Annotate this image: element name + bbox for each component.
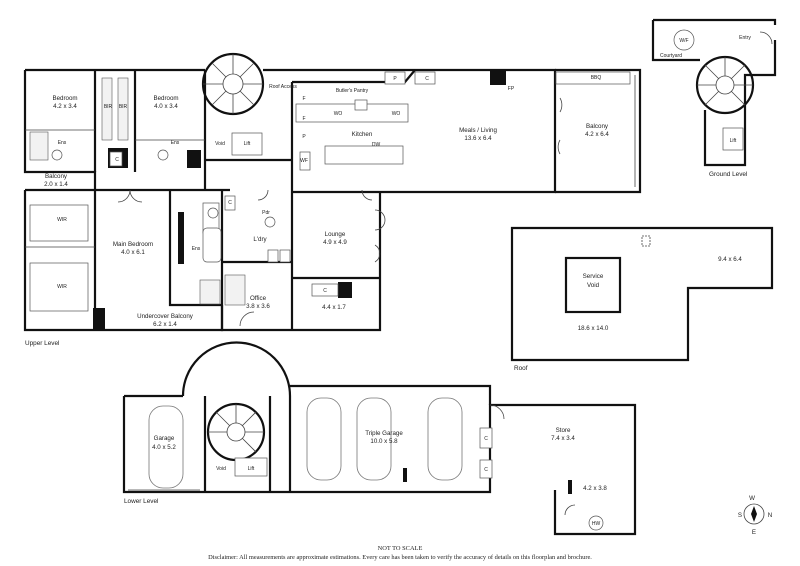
ground-level-label: Ground Level [709,171,747,178]
roof-main-dims: 18.6 x 14.0 [578,325,609,332]
meals-living-label: Meals / Living [459,127,497,134]
lounge-label: Lounge [325,231,346,238]
ens-3-label: Ens [192,246,201,252]
lounge-small-dims: 4.4 x 1.7 [322,304,346,311]
triple-garage-label: Triple Garage [365,430,403,437]
ens-2-label: Ens [171,140,180,146]
labels: Bedroom 4.2 x 3.4 Bedroom 4.0 x 3.4 BIR … [25,35,751,561]
store-label: Store [556,427,571,434]
kitchen-island [324,145,404,165]
car-2 [306,397,342,481]
wf-label: WF [300,158,308,164]
wir-box-1 [29,204,89,242]
compass: W S N E [738,495,772,536]
lift-lower-label: Lift [248,466,255,472]
wir-1-label: WIR [57,217,67,223]
car-4 [427,397,463,481]
compass-n: N [768,512,772,519]
store-dims: 7.4 x 3.4 [551,435,575,442]
roof-label: Roof [514,365,528,372]
service-label: Service [583,273,604,280]
office-dims: 3.8 x 3.6 [246,303,270,310]
store-small-dims: 4.2 x 3.8 [583,485,607,492]
roof-side-dims: 9.4 x 6.4 [718,256,742,263]
c-label-5: C [484,436,488,442]
bedroom-1-label: Bedroom [52,95,77,102]
balcony-large-label: Balcony [586,123,609,130]
main-bedroom-label: Main Bedroom [113,241,153,248]
undercover-balcony-dims: 6.2 x 1.4 [153,321,177,328]
lower-level [122,341,637,536]
car-3 [356,397,392,481]
ground-entry-label: Entry [739,35,751,41]
ground-level [651,18,777,167]
water-fountain [673,29,695,51]
upper-level [23,52,642,332]
compass-w: W [749,495,755,502]
void-upper-label: Void [215,141,225,147]
f-label-2: F [302,116,305,122]
main-bedroom-dims: 4.0 x 6.1 [121,249,145,256]
c-label-6: C [484,467,488,473]
c-label-3: C [228,200,232,206]
office-label: Office [250,295,267,302]
meals-living-dims: 13.6 x 6.4 [464,135,492,142]
upper-level-label: Upper Level [25,340,59,347]
disclaimer: Disclaimer: All measurements are approxi… [208,554,592,561]
service-void-box [564,256,622,314]
bedroom-1-dims: 4.2 x 3.4 [53,103,77,110]
triple-garage-dims: 10.0 x 5.8 [370,438,398,445]
bbq-label: BBQ [591,75,602,81]
wo-label-1: WO [334,111,343,117]
ground-courtyard-label: Courtyard [660,53,682,59]
balcony-large-dims: 4.2 x 6.4 [585,131,609,138]
fp-label: FP [508,86,515,92]
lower-level-label: Lower Level [124,498,158,505]
bir-1-label: BIR [104,104,113,110]
ground-wf-label: W/F [679,38,688,44]
wo-label-2: WO [392,111,401,117]
roof-access-label: Roof Access [269,84,297,90]
butlers-pantry-label: Butler's Pantry [336,88,369,94]
dw-label: DW [372,142,381,148]
ens-1-label: Ens [58,140,67,146]
p-label-2: P [302,134,306,140]
ground-lift-label: Lift [730,138,737,144]
pdr-label: Pdr [262,210,270,216]
c-label-2: C [425,76,429,82]
c-label-1: C [115,157,119,163]
car-1 [148,405,184,489]
balcony-small-label: Balcony [45,173,68,180]
hw-label: HW [592,521,601,527]
ldry-label: L'dry [253,236,267,243]
wir-box-2 [29,262,89,312]
bedroom-2-label: Bedroom [153,95,178,102]
void-lower-label: Void [216,466,226,472]
balcony-small-dims: 2.0 x 1.4 [44,181,68,188]
wir-2-label: WIR [57,284,67,290]
p-label-1: P [393,76,397,82]
undercover-balcony-label: Undercover Balcony [137,313,194,320]
kitchen-label: Kitchen [352,131,373,138]
lounge-dims: 4.9 x 4.9 [323,239,347,246]
c-label-4: C [323,288,327,294]
bir-2-label: BIR [119,104,128,110]
bedroom-2-dims: 4.0 x 3.4 [154,103,178,110]
lift-upper-label: Lift [244,141,251,147]
compass-s: S [738,512,742,519]
garage-label: Garage [154,435,175,442]
f-label-1: F [302,96,305,102]
not-to-scale: NOT TO SCALE [378,545,423,552]
compass-e: E [752,529,756,536]
roof-level [510,226,774,362]
garage-dims: 4.0 x 5.2 [152,444,176,451]
void-label: Void [587,282,600,289]
